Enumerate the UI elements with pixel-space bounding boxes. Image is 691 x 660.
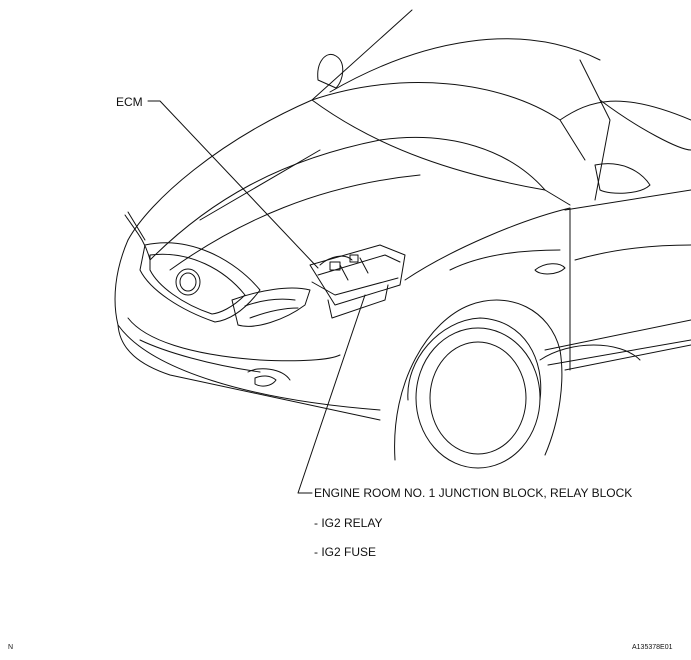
figure-code: A135378E01 xyxy=(632,644,673,651)
ecm-leader-line xyxy=(147,100,319,269)
ig2-fuse-label: - IG2 FUSE xyxy=(314,545,377,559)
ecm-label: ECM xyxy=(116,95,143,109)
corner-mark-n: N xyxy=(8,644,14,651)
ig2-relay-label: - IG2 RELAY xyxy=(314,516,383,530)
junction-block-label: ENGINE ROOM NO. 1 JUNCTION BLOCK, RELAY … xyxy=(314,486,633,500)
junction-leader-line xyxy=(297,294,366,494)
